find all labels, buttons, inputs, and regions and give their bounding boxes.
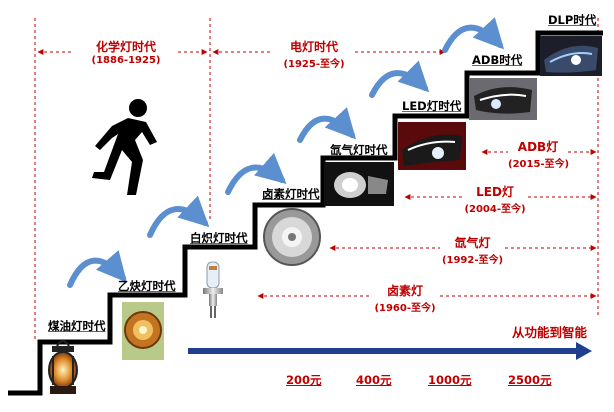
halogen-bulb-icon — [203, 261, 223, 318]
price-1000: 1000元 — [428, 373, 472, 387]
staircase — [8, 30, 603, 396]
era-chemical-period: (1886-1925) — [91, 55, 161, 66]
era-electric-period: (1925-至今) — [283, 59, 345, 70]
step-curve-arrows — [67, 17, 505, 288]
step-label-dlp: DLP时代 — [548, 13, 597, 27]
step-label-halogen: 卤素灯时代 — [262, 187, 320, 201]
step-label-acetylene: 乙炔灯时代 — [118, 279, 176, 293]
curve-arrow-1 — [67, 250, 127, 288]
range-led-name: LED灯 — [476, 185, 514, 199]
price-2500: 2500元 — [508, 373, 552, 387]
era-chemical-name: 化学灯时代 — [95, 40, 156, 54]
era-electric-name: 电灯时代 — [289, 40, 338, 54]
curve-arrow-6 — [442, 17, 505, 53]
range-adb: ADB灯 (2015-至今) — [508, 138, 570, 170]
curve-arrow-4 — [297, 107, 357, 143]
price-200: 200元 — [286, 373, 322, 387]
curve-arrow-2 — [147, 195, 210, 238]
range-xenon-name: 氙气灯 — [454, 236, 491, 250]
range-xenon-period: (1992-至今) — [441, 255, 504, 266]
step-label-led: LED灯时代 — [402, 99, 462, 113]
led-headlight-icon — [398, 122, 466, 170]
curve-arrow-3 — [225, 152, 287, 195]
range-led-period: (2004-至今) — [464, 204, 526, 215]
range-halogen: 卤素灯 (1960-至今) — [370, 282, 440, 314]
range-halogen-name: 卤素灯 — [386, 284, 423, 298]
running-person-icon — [92, 99, 157, 195]
reflector-lamp-icon — [263, 208, 321, 266]
kerosene-lamp-icon — [48, 340, 78, 394]
step-label-kerosene: 煤油灯时代 — [48, 319, 106, 333]
range-halogen-period: (1960-至今) — [374, 303, 436, 314]
range-xenon: 氙气灯 (1992-至今) — [440, 234, 505, 266]
slogan-function-to-intelligence: 从功能到智能 — [512, 325, 588, 340]
range-adb-name: ADB灯 — [517, 140, 559, 154]
step-label-xenon: 氙气灯时代 — [330, 143, 388, 157]
step-label-incandescent: 白炽灯时代 — [190, 231, 248, 245]
dlp-headlight-icon — [540, 36, 602, 76]
range-led: LED灯 (2004-至今) — [462, 183, 528, 215]
xenon-headlight-icon — [324, 162, 394, 206]
range-adb-period: (2015-至今) — [508, 159, 570, 170]
adb-headlight-icon — [469, 78, 537, 120]
curve-arrow-5 — [369, 60, 430, 98]
era-chemical: 化学灯时代 (1886-1925) — [76, 38, 176, 66]
era-electric: 电灯时代 (1925-至今) — [274, 38, 354, 70]
step-label-adb: ADB时代 — [472, 53, 523, 67]
acetylene-lamp-icon — [122, 302, 164, 360]
price-timeline-arrow — [188, 342, 592, 360]
price-400: 400元 — [356, 373, 392, 387]
